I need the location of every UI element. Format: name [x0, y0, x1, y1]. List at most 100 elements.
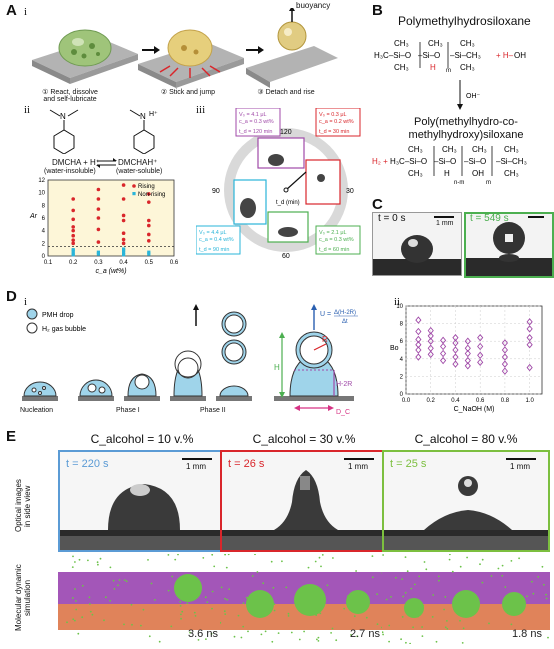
data-point: [427, 344, 434, 352]
x-tick-label: 0.0: [402, 398, 411, 404]
panel-label-a: A: [6, 2, 17, 19]
y-tick-label: 0: [42, 254, 46, 260]
rising-point: [71, 228, 75, 233]
velocity-numerator: Δ(H-2R): [334, 310, 356, 316]
data-point: [440, 349, 447, 358]
data-point: [452, 339, 459, 347]
optical-image: [220, 450, 388, 552]
buoyancy-label: buoyancy: [296, 1, 331, 10]
data-point: [440, 356, 447, 365]
svg-text:OH: OH: [514, 51, 526, 60]
y-tick-label: 4: [400, 357, 404, 363]
height-label: H: [274, 363, 280, 372]
y-tick-label: 6: [42, 216, 46, 222]
rising-point: [71, 197, 75, 201]
svg-text:CH₃: CH₃: [460, 39, 475, 48]
legend-bubble-icon: [26, 322, 38, 334]
equation-right: DMCHAH⁺: [118, 158, 158, 167]
product-title: Poly(methylhydro-co- methylhydroxy)silox…: [396, 116, 536, 142]
x-tick-label: 0.6: [476, 398, 485, 404]
photo-t0-scale: 1 mm: [436, 220, 454, 227]
svg-text:CH₃: CH₃: [394, 63, 409, 72]
stage-phase-2: Phase II: [200, 407, 226, 414]
y-tick-label: 8: [42, 203, 46, 209]
pmhs-title: Polymethylhydrosiloxane: [398, 14, 531, 28]
rising-point: [121, 218, 126, 223]
y-axis-label: Ar: [29, 213, 38, 220]
step-2-label: ② Stick and jump: [160, 89, 216, 96]
water-insoluble-label: (water-insoluble): [44, 168, 96, 175]
y-tick-label: 6: [400, 339, 404, 345]
subpanel-d-ii: ii: [394, 296, 401, 308]
clock-tick-120: 120: [280, 129, 292, 136]
panel-a-i-schematic: [32, 8, 338, 88]
h2-product-label: H₂ +: [372, 157, 388, 166]
data-point: [464, 356, 471, 365]
panel-label-c: C: [372, 196, 383, 213]
data-point: [427, 332, 434, 340]
y-tick-label: 12: [38, 178, 45, 184]
md-simulation: [382, 554, 550, 644]
x-tick-label: 0.2: [69, 260, 78, 266]
rising-point: [147, 223, 151, 228]
svg-text:m: m: [486, 180, 491, 186]
optical-image: [382, 450, 550, 552]
rising-point: [147, 200, 151, 204]
x-tick-label: 0.8: [501, 398, 510, 404]
y-axis-label: Bo: [390, 345, 399, 352]
data-point: [501, 360, 508, 368]
velocity-denominator: Δt: [342, 319, 348, 325]
photo-t549-time: t = 549 s: [470, 213, 509, 224]
velocity-label: U =: [320, 311, 331, 318]
data-point: [477, 342, 484, 351]
row-label-md: Molecular dynamic simulation: [14, 564, 32, 632]
data-point: [415, 316, 422, 324]
legend-nonrising-marker: [132, 192, 136, 196]
panel-label-d: D: [6, 288, 17, 305]
data-point: [415, 341, 422, 349]
substrate-3: [246, 46, 338, 88]
plot-area: [47, 179, 175, 257]
rising-point: [121, 237, 126, 242]
concentration-title: C_alcohol = 30 v.%: [252, 432, 356, 446]
time-label: t = 220 s: [66, 458, 109, 470]
scale-bar: [528, 216, 544, 218]
data-point: [464, 362, 471, 370]
svg-text:–Si–O: –Si–O: [464, 157, 486, 166]
legend-drop-label: PMH drop: [42, 312, 74, 319]
svg-text:–Si–O: –Si–O: [418, 51, 440, 60]
svg-text:H₃C–Si–O: H₃C–Si–O: [374, 51, 411, 60]
plot-area: [405, 305, 543, 395]
svg-text:H₃C–Si–O: H₃C–Si–O: [390, 157, 427, 166]
non-rising-point: [96, 252, 100, 256]
step-3-label: ③ Detach and rise: [257, 89, 315, 96]
svg-text:CH₃: CH₃: [442, 145, 457, 154]
svg-text:CH₃: CH₃: [472, 145, 487, 154]
row-label-optical: Optical images in side view: [14, 479, 32, 533]
svg-text:–Si–CH₃: –Si–CH₃: [496, 157, 527, 166]
info-blue-conc: c_a = 0.4 wt%: [199, 237, 234, 243]
data-point: [415, 353, 422, 361]
data-point: [526, 341, 533, 349]
data-point: [526, 318, 533, 326]
equation-left: DMCHA + H⁺: [52, 158, 101, 167]
rising-point: [71, 241, 75, 246]
info-green-volume: V₀ = 2.1 μL: [319, 230, 347, 236]
svg-text:OH: OH: [472, 169, 484, 178]
non-rising-point: [122, 247, 126, 251]
data-point: [427, 326, 434, 335]
rising-point: [71, 238, 75, 242]
photo-t0: [372, 212, 462, 276]
time-label: t = 26 s: [228, 458, 265, 470]
rising-point: [121, 231, 126, 235]
data-point: [415, 327, 422, 336]
info-red-volume: V₀ = 0.3 μL: [319, 112, 347, 118]
data-point: [440, 336, 447, 345]
data-point: [415, 335, 422, 344]
rising-point: [147, 239, 151, 243]
data-point: [452, 346, 459, 354]
sim-time-label: 1.8 ns: [512, 628, 542, 640]
non-rising-point: [71, 251, 75, 256]
y-tick-label: 8: [400, 322, 404, 328]
